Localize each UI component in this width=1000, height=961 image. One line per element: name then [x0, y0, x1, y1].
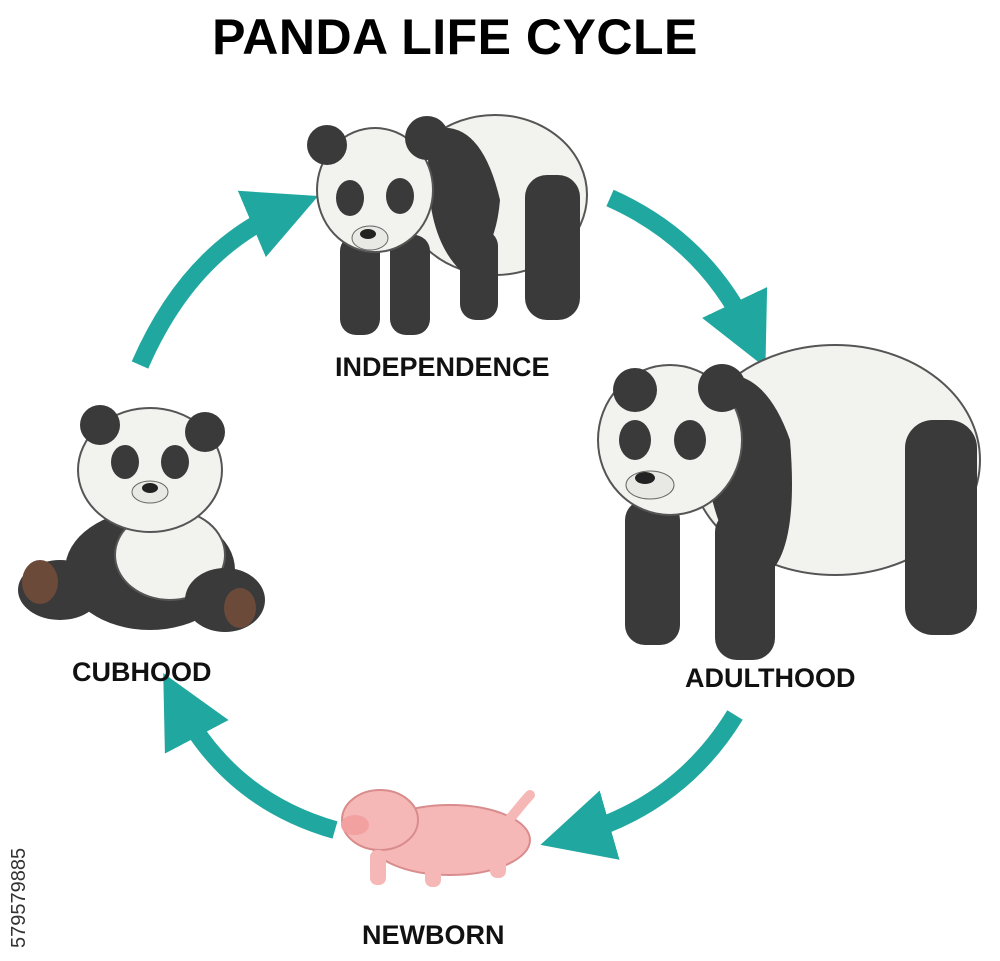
cub-panda-icon [18, 405, 265, 632]
stage-label-cubhood: CUBHOOD [72, 657, 212, 687]
stock-watermark: 579579885 [4, 722, 34, 952]
adult-panda-icon [597, 344, 981, 660]
diagram-title: PANDA LIFE CYCLE [212, 9, 698, 65]
stage-label-independence: INDEPENDENCE [335, 352, 550, 382]
stage-label-newborn: NEWBORN [362, 920, 505, 950]
arrow-newborn-to-cubhood [163, 673, 338, 839]
young-panda-icon [307, 114, 588, 335]
watermark-id: 579579885 [8, 847, 30, 948]
arrow-independence-to-adulthood [606, 189, 768, 368]
arrow-adulthood-to-newborn [540, 710, 743, 860]
stage-label-adulthood: ADULTHOOD [685, 663, 856, 693]
arrow-cubhood-to-independence [131, 190, 319, 369]
newborn-panda-icon [341, 789, 535, 887]
